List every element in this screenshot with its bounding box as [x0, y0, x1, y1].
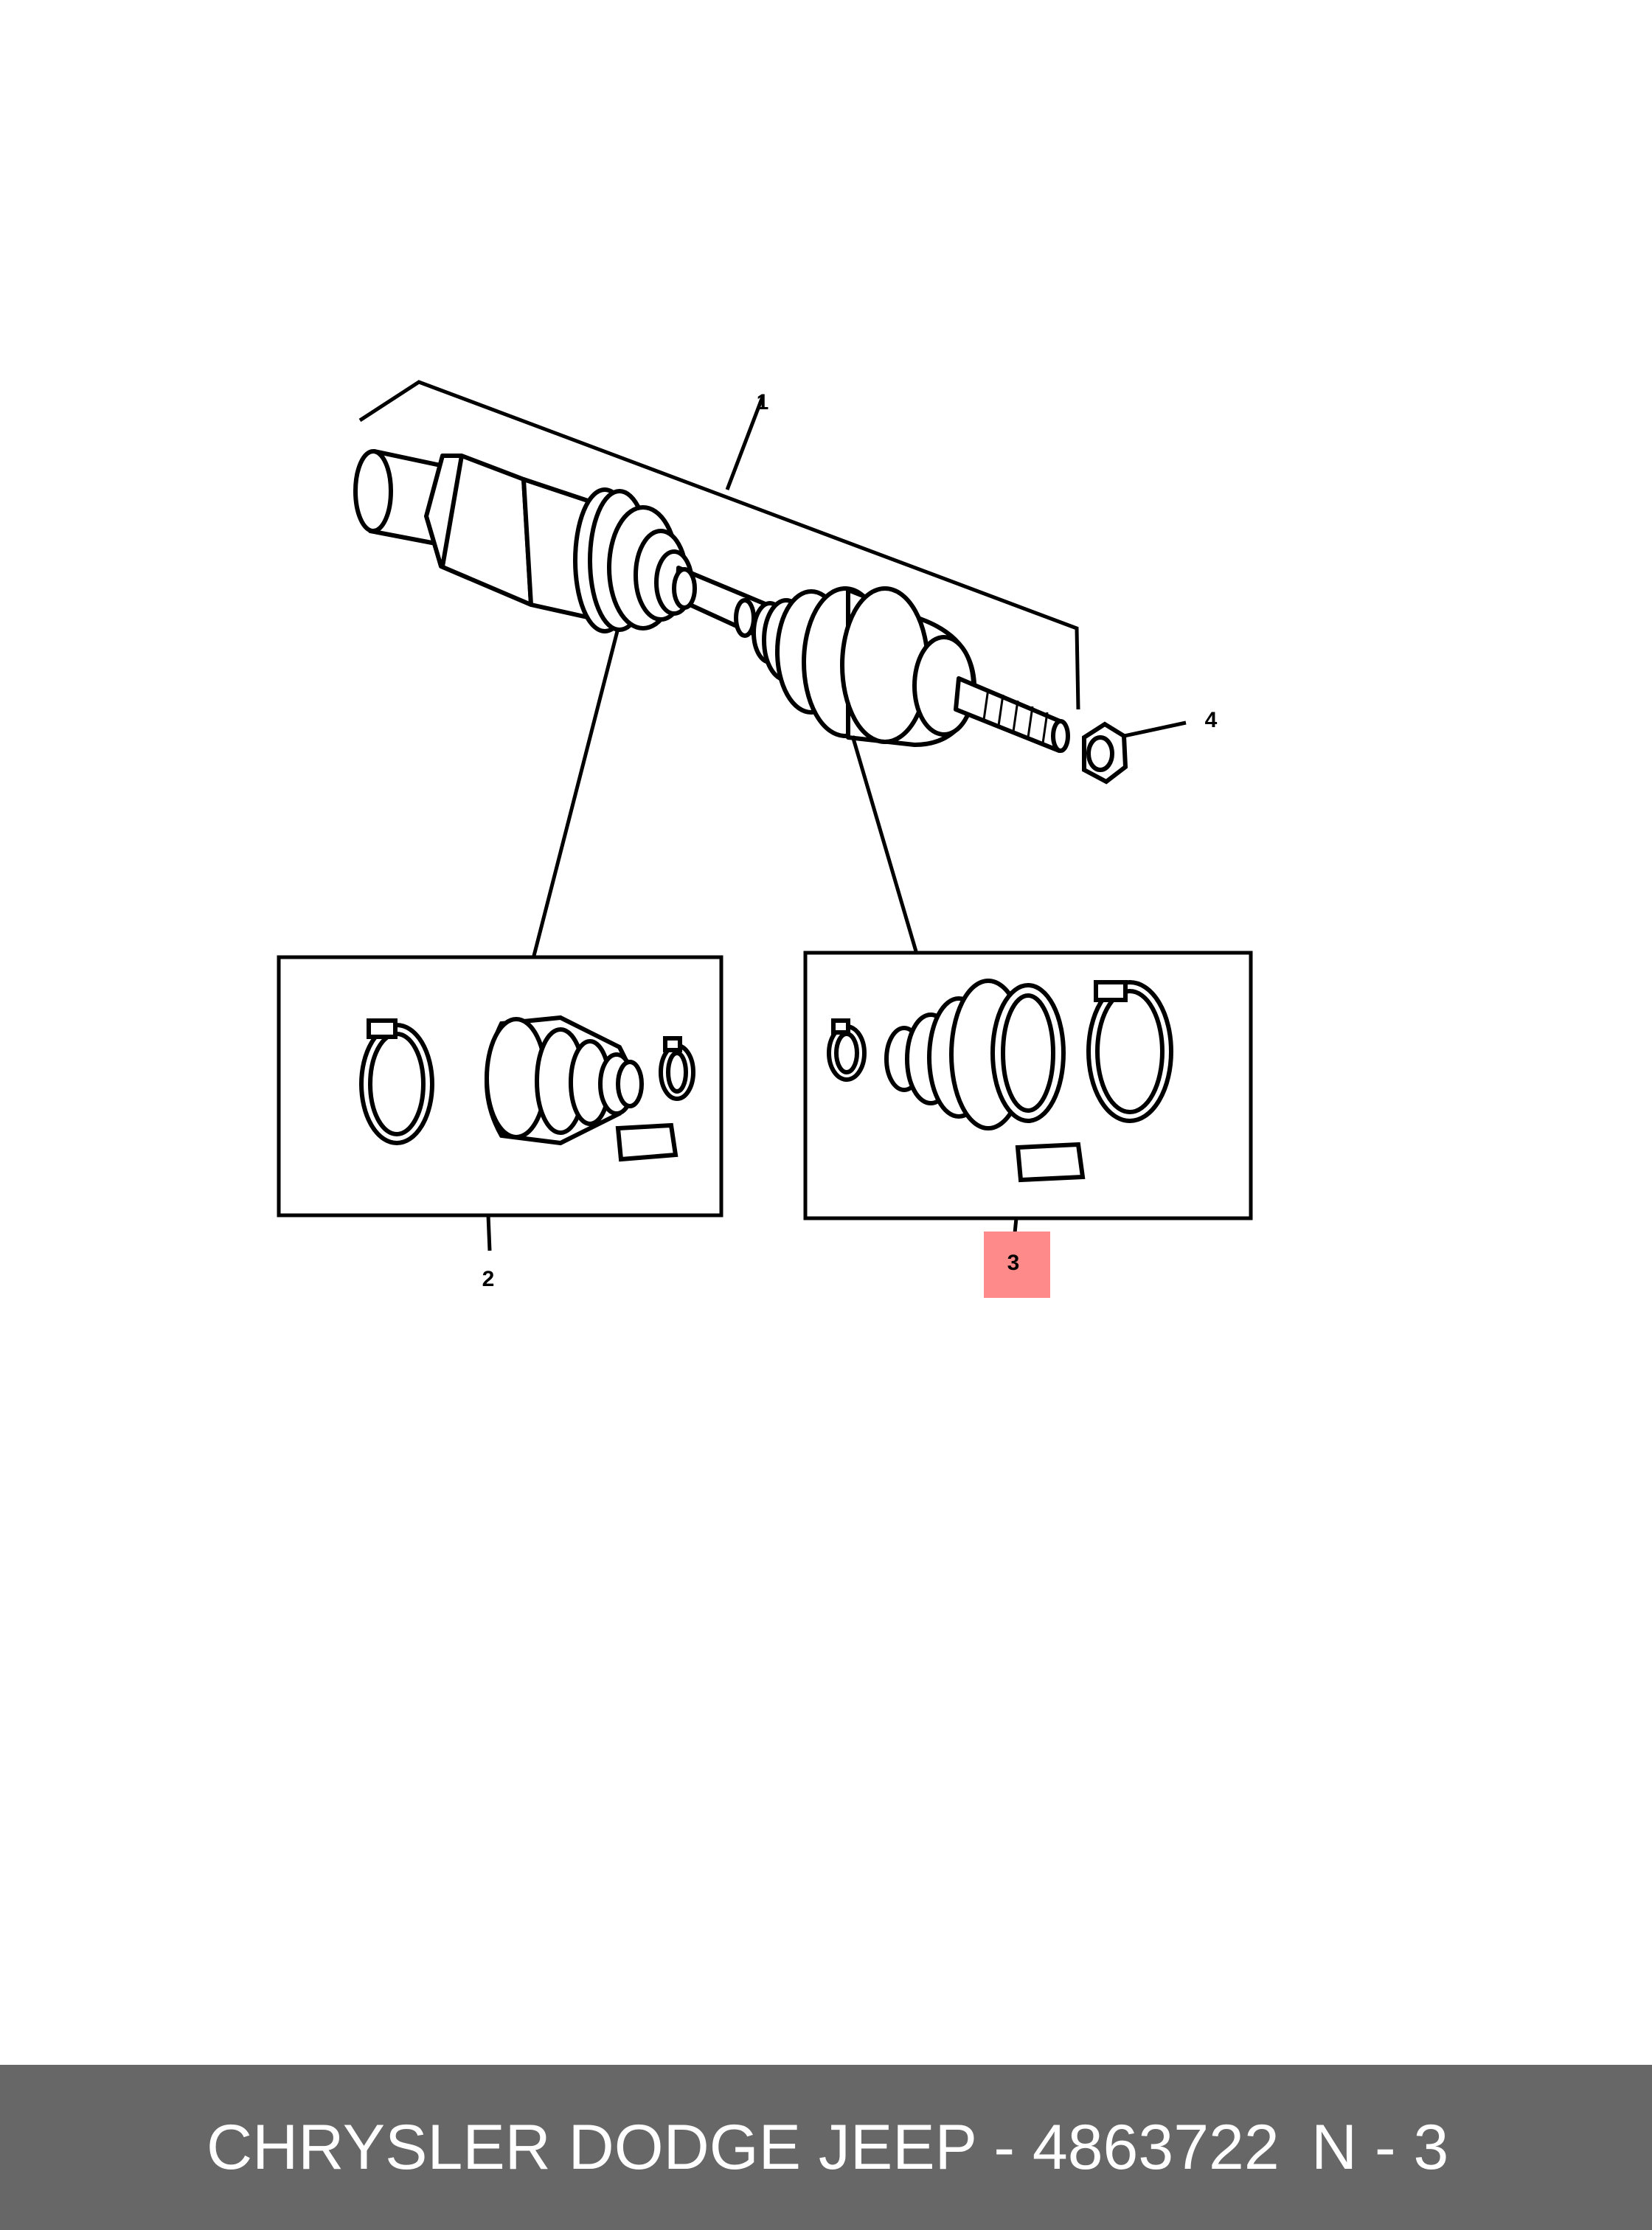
inner-boot-kit: [277, 955, 723, 1218]
axle-nut-illustration: [1082, 720, 1187, 785]
assembly-bracket: [358, 380, 1080, 710]
inner-boot-kit-box: [277, 955, 723, 1218]
callout-3-highlight: [984, 1232, 1050, 1298]
callout-2[interactable]: 2: [482, 1267, 495, 1291]
outer-boot-kit: [803, 951, 1253, 1220]
axle-shaft-illustration: [353, 449, 1070, 753]
footer-bar: CHRYSLER DODGE JEEP - 4863722 N - 3: [0, 2065, 1652, 2230]
callout-1[interactable]: 1: [757, 390, 769, 414]
brand-part-number: CHRYSLER DODGE JEEP - 4863722: [206, 2112, 1280, 2183]
outer-boot-kit-box: [803, 951, 1253, 1220]
callout-4[interactable]: 4: [1205, 708, 1218, 732]
leader-lines: [486, 628, 1018, 1251]
callout-3[interactable]: 3: [1007, 1251, 1020, 1275]
diagram-reference: N - 3: [1311, 2112, 1449, 2183]
